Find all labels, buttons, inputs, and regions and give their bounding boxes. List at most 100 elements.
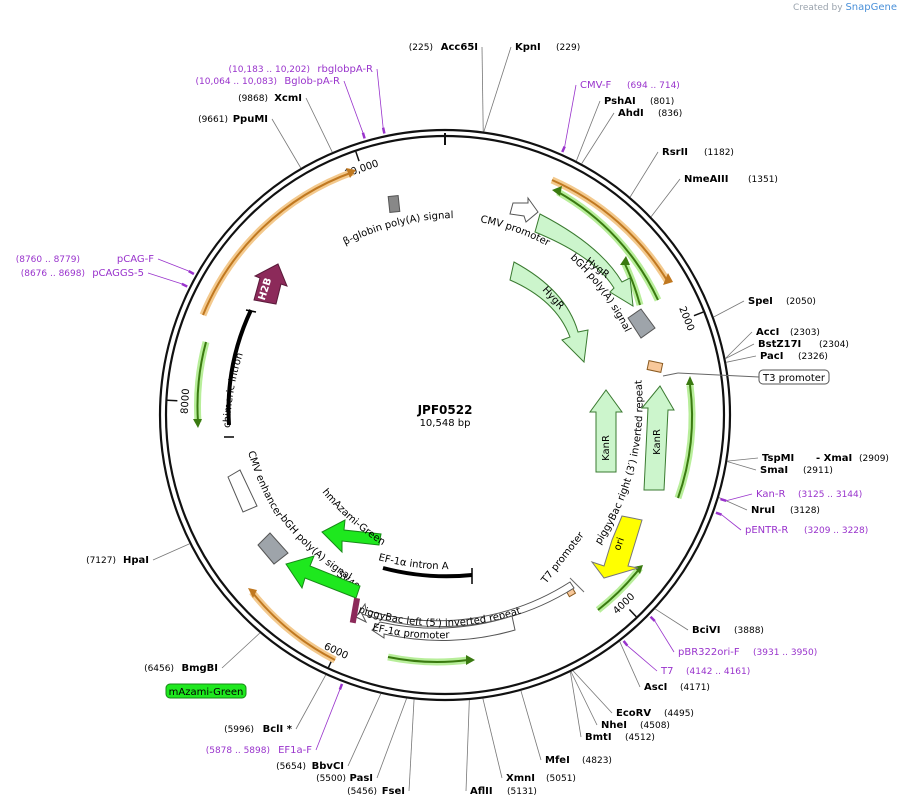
kanr-arrow-right: KanR	[640, 385, 675, 491]
enzyme-name[interactable]: SmaI	[760, 465, 788, 476]
enzyme-name[interactable]: FseI	[382, 786, 405, 797]
chimeric-intron-feature: chimeric intron	[222, 309, 257, 438]
enzyme-leader	[152, 543, 190, 561]
enzyme-leader	[295, 674, 327, 730]
enzyme-position: (5131)	[507, 787, 537, 797]
t3-promoter-box: T3 promoter	[677, 369, 830, 385]
enzyme-leader	[725, 343, 755, 359]
primer-range: (8760 .. 8779)	[16, 255, 80, 265]
enzyme-name[interactable]: BmtI	[585, 732, 612, 743]
enzyme-name[interactable]: XcmI	[274, 93, 302, 104]
primer-name[interactable]: CMV-F	[580, 80, 611, 91]
enzyme-leader	[347, 693, 382, 767]
enzyme-position: (229)	[556, 43, 580, 53]
enzyme-name[interactable]: RsrII	[662, 147, 688, 158]
enzyme-position: (2050)	[786, 297, 816, 307]
enzyme-name[interactable]: PshAI	[604, 96, 636, 107]
primer-name[interactable]: T7	[660, 666, 673, 677]
enzyme-name[interactable]: AflII	[470, 786, 493, 797]
enzyme-name[interactable]: PacI	[760, 351, 783, 362]
enzyme-name[interactable]: AccI	[756, 327, 779, 338]
enzyme-name[interactable]: TspMI	[762, 453, 794, 464]
cmv-enhancer-feature: CMV enhancer	[227, 450, 285, 521]
enzyme-position: (4495)	[664, 709, 694, 719]
primer-name[interactable]: rbglobpA-R	[317, 64, 373, 75]
enzyme-name[interactable]: Acc65I	[441, 42, 478, 53]
svg-text:β-globin poly(A) signal: β-globin poly(A) signal	[341, 210, 453, 248]
primer-range: (5878 .. 5898)	[206, 746, 270, 756]
primer-leader	[157, 258, 189, 272]
enzyme-leader	[221, 632, 261, 669]
orf-green-bottom	[387, 653, 475, 666]
tick-mark	[355, 151, 360, 162]
enzyme-name[interactable]: NheI	[601, 720, 627, 731]
enzyme-leader	[481, 46, 484, 132]
orf-green-right	[674, 376, 696, 500]
enzyme-name[interactable]: HpaI	[123, 555, 149, 566]
primer-range: (3931 .. 3950)	[753, 648, 817, 658]
h2b-arrow: H2B	[253, 263, 288, 305]
enzyme-leader	[727, 461, 757, 471]
enzyme-name[interactable]: BciVI	[692, 625, 720, 636]
tick-mark	[693, 311, 704, 317]
enzyme-leader	[581, 112, 615, 164]
enzyme-name[interactable]: BmgBI	[181, 663, 218, 674]
svg-text:chimeric intron: chimeric intron	[222, 351, 246, 428]
enzyme-leader	[727, 457, 759, 462]
primer-mark	[188, 269, 195, 276]
enzyme-leader	[408, 699, 415, 792]
orf-arc-top	[550, 176, 673, 285]
enzyme-suffix[interactable]: - XmaI	[816, 453, 852, 464]
enzyme-position: (3888)	[734, 626, 764, 636]
enzyme-name[interactable]: BstZ17I	[758, 339, 801, 350]
enzyme-name[interactable]: BbvCI	[312, 761, 344, 772]
primer-range: (8676 .. 8698)	[21, 269, 85, 279]
enzyme-name[interactable]: PasI	[350, 773, 373, 784]
enzyme-name[interactable]: MfeI	[545, 755, 570, 766]
tick-mark	[167, 399, 178, 402]
enzyme-position: (4512)	[625, 733, 655, 743]
enzyme-name[interactable]: KpnI	[515, 42, 541, 53]
primer-leader	[627, 645, 658, 672]
enzyme-name[interactable]: AhdI	[618, 108, 644, 119]
primer-name[interactable]: EF1a-F	[278, 745, 312, 756]
cmv-enhancer-label: CMV enhancer	[245, 450, 285, 521]
primer-mark	[181, 282, 188, 288]
primer-range: (10,064 .. 10,083)	[196, 77, 277, 87]
enzyme-leader	[575, 100, 601, 162]
kanr-label-1: KanR	[601, 435, 612, 461]
mazami-green-box: mAzami-Green	[165, 683, 247, 699]
enzyme-name[interactable]: AscI	[644, 682, 667, 693]
primer-name[interactable]: Bglob-pA-R	[284, 76, 340, 87]
enzyme-name[interactable]: EcoRV	[616, 708, 651, 719]
primer-range: (10,183 .. 10,202)	[229, 65, 310, 75]
orf-green-inner	[620, 256, 644, 306]
primer-range: (694 .. 714)	[627, 81, 680, 91]
primer-name[interactable]: pCAGGS-5	[92, 268, 144, 279]
snapgene-credit: Created by SnapGene	[793, 2, 897, 13]
primer-name[interactable]: pENTR-R	[745, 525, 788, 536]
primer-leader	[564, 84, 577, 147]
bglobin-polya-label: β-globin poly(A) signal	[341, 210, 453, 248]
enzyme-position: (2304)	[819, 340, 849, 350]
enzyme-leader	[465, 699, 470, 792]
kanr-label-2: KanR	[652, 429, 663, 455]
enzyme-name[interactable]: XmnI	[506, 773, 535, 784]
primer-name[interactable]: pBR322ori-F	[678, 647, 740, 658]
enzyme-name[interactable]: NruI	[751, 505, 775, 516]
primer-name[interactable]: pCAG-F	[117, 254, 154, 265]
piggybac-left-feature: piggyBac left (5′) inverted repeat	[355, 581, 575, 629]
enzyme-name[interactable]: SpeI	[748, 296, 773, 307]
primer-name[interactable]: Kan-R	[756, 489, 785, 500]
enzyme-leader	[713, 300, 745, 318]
enzyme-leader	[483, 46, 512, 132]
enzyme-name[interactable]: BclI *	[263, 724, 293, 735]
kanr-arrow-left: KanR	[589, 389, 623, 473]
enzyme-position: (2911)	[803, 466, 833, 476]
orf-green-top	[552, 186, 662, 302]
enzyme-name[interactable]: NmeAIII	[684, 174, 728, 185]
enzyme-position: (1351)	[748, 175, 778, 185]
enzyme-name[interactable]: PpuMI	[233, 114, 268, 125]
enzyme-leader	[570, 671, 582, 738]
